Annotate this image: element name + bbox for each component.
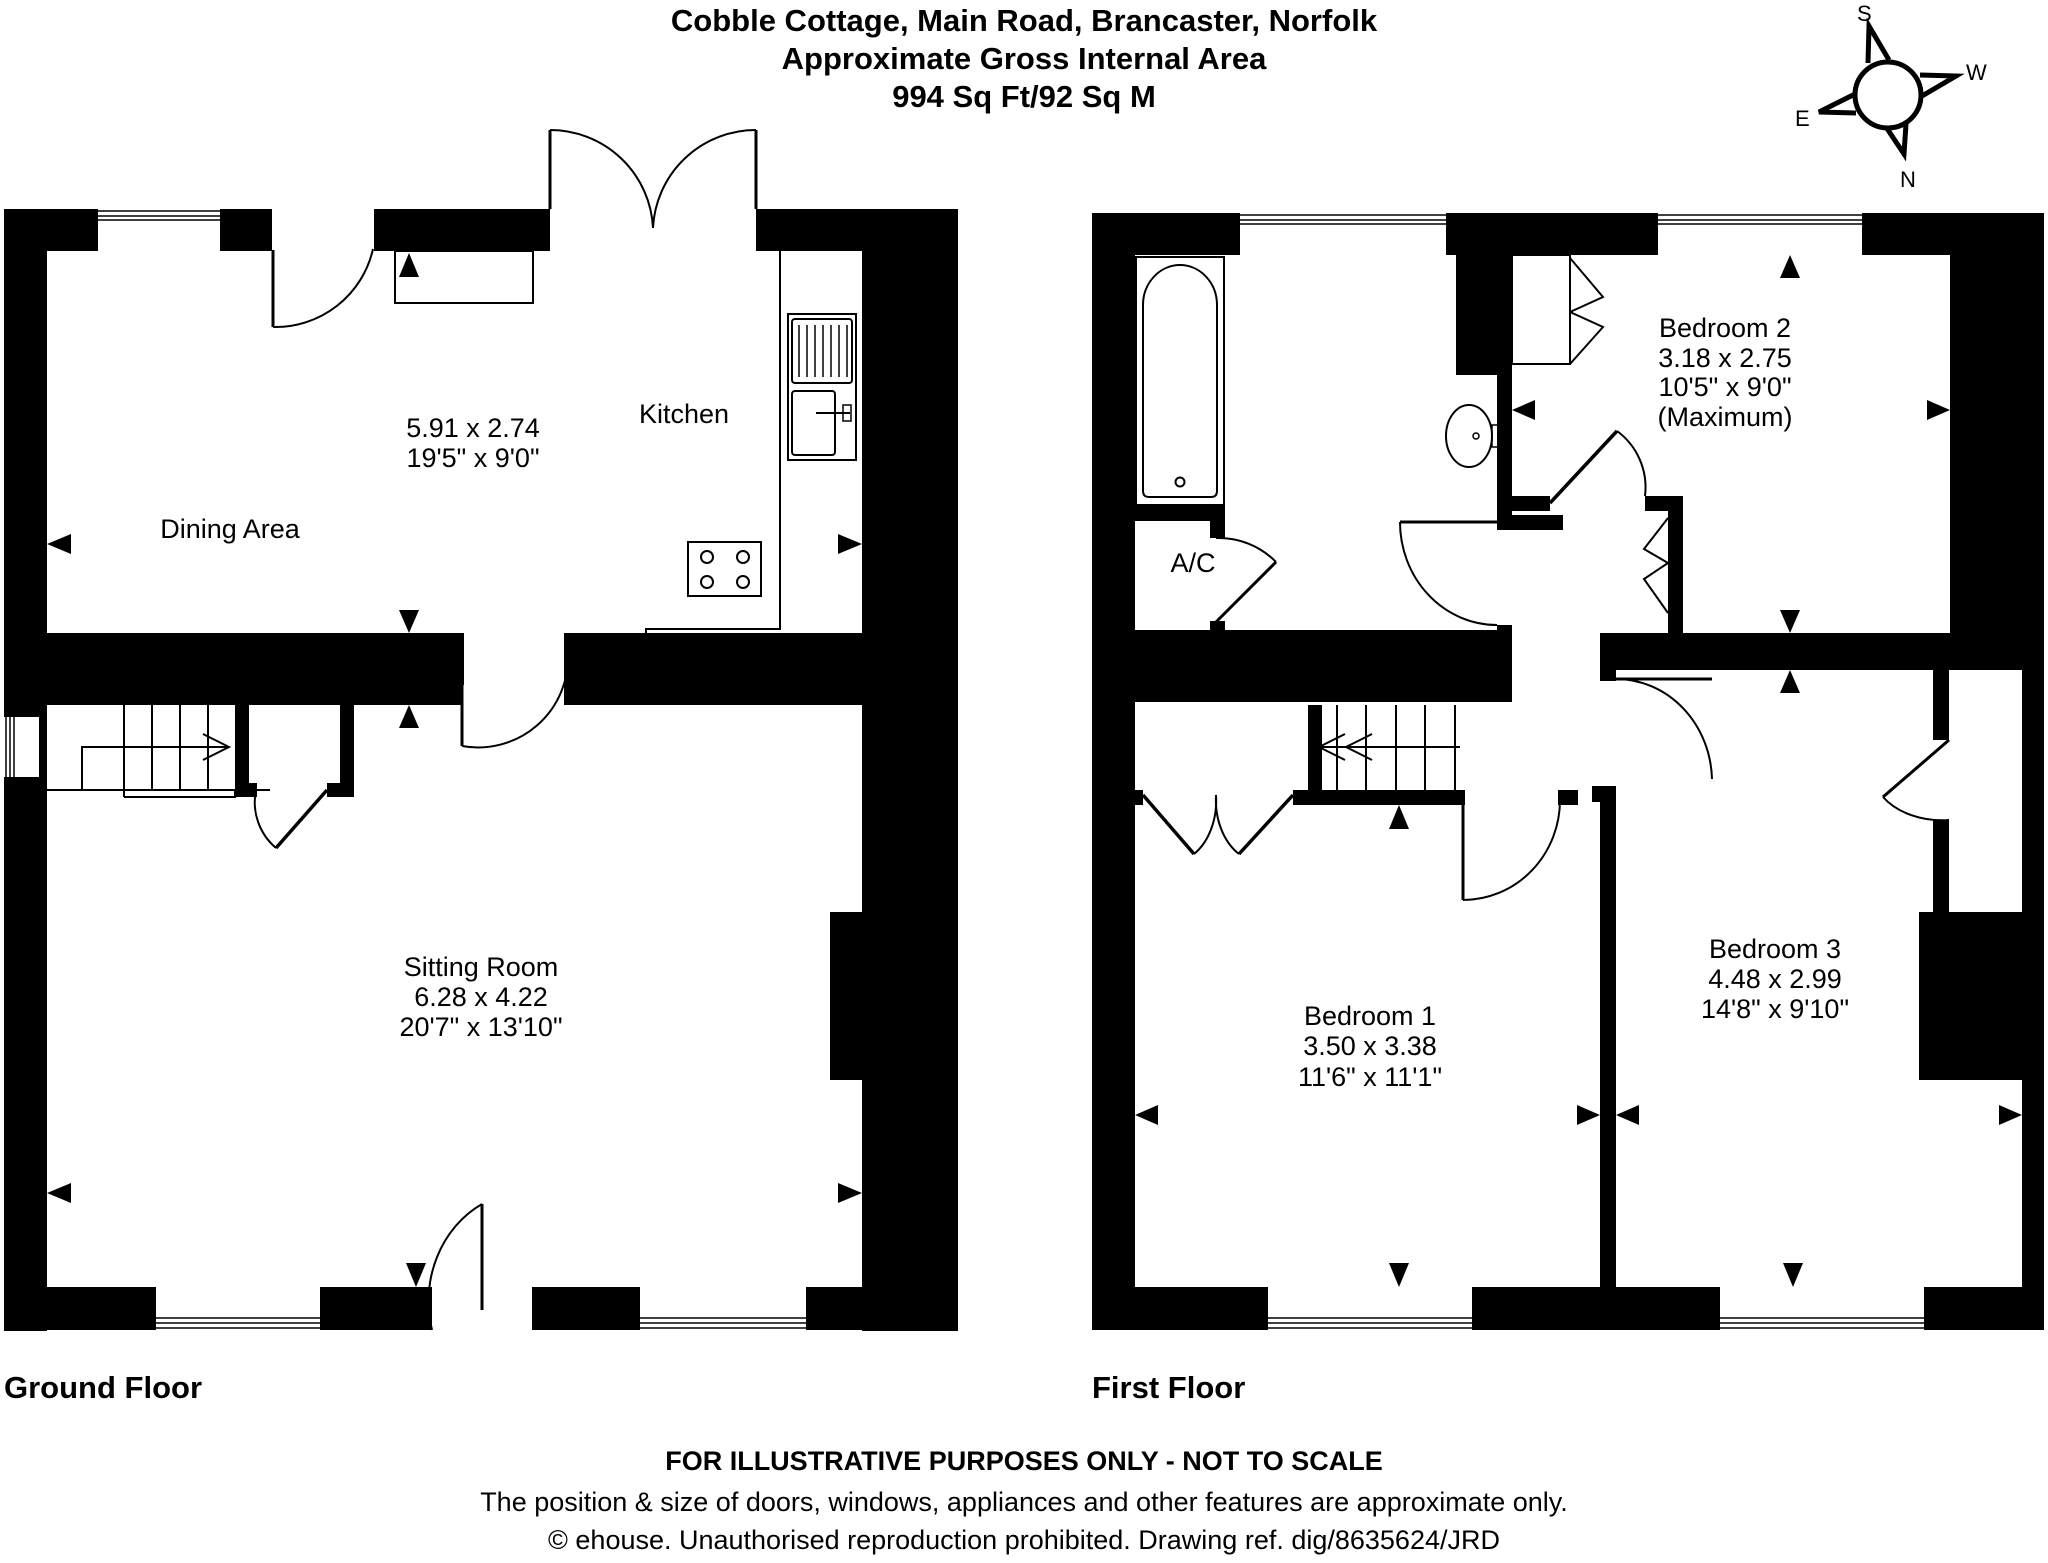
wardrobe-doors	[1569, 257, 1605, 365]
door	[1548, 429, 1647, 505]
bedroom-1-door	[1461, 799, 1561, 901]
room-dimension-metric: 3.18 x 2.75	[1658, 343, 1792, 373]
bathroom-door	[1399, 520, 1498, 626]
room-dimension-metric: 4.48 x 2.99	[1708, 964, 1842, 994]
room-dimension-imperial: 20'7" x 13'10"	[399, 1012, 562, 1042]
cupboard-door	[1882, 738, 1950, 822]
room-dimension-metric: 3.50 x 3.38	[1303, 1031, 1437, 1061]
plan-title: Cobble Cottage, Main Road, Brancaster, N…	[670, 3, 1378, 38]
window	[1240, 213, 1446, 255]
room-dimension-metric: 5.91 x 2.74	[406, 413, 540, 443]
room-name-bedroom-2: Bedroom 2	[1659, 313, 1791, 343]
compass-e: E	[1795, 106, 1810, 131]
cupboard-door	[1214, 536, 1278, 624]
room-name-bedroom-3: Bedroom 3	[1709, 934, 1841, 964]
room-name-bedroom-1: Bedroom 1	[1304, 1001, 1436, 1031]
door	[271, 248, 374, 329]
first-floor-label: First Floor	[1092, 1370, 1246, 1405]
disclaimer: FOR ILLUSTRATIVE PURPOSES ONLY - NOT TO …	[665, 1446, 1383, 1476]
area-value: 994 Sq Ft/92 Sq M	[892, 79, 1156, 114]
disclaimer-note: The position & size of doors, windows, a…	[480, 1487, 1568, 1517]
french-doors	[548, 128, 758, 229]
bath-icon	[1135, 256, 1225, 506]
window	[1658, 213, 1862, 255]
window	[1720, 1289, 1924, 1330]
door	[460, 654, 570, 749]
measure-arrows	[1135, 255, 2022, 1287]
room-dimension-imperial: 11'6" x 11'1"	[1298, 1062, 1442, 1092]
room-dimension-note: (Maximum)	[1658, 402, 1793, 432]
front-door	[427, 1203, 484, 1331]
linen-cupboard-doors	[1642, 517, 1669, 614]
hob-icon	[687, 541, 762, 597]
compass-w: W	[1966, 60, 1987, 85]
room-name-dining-area: Dining Area	[160, 514, 301, 544]
compass-icon: S W E N	[1795, 1, 1987, 192]
room-dimension-imperial: 19'5" x 9'0"	[406, 443, 539, 473]
window	[98, 209, 220, 251]
compass-s: S	[1857, 1, 1872, 26]
copyright: © ehouse. Unauthorised reproduction proh…	[548, 1525, 1500, 1555]
measure-arrows	[47, 253, 862, 1287]
wardrobe-doors	[1141, 793, 1295, 856]
room-dimension-imperial: 10'5" x 9'0"	[1658, 372, 1791, 402]
room-name-sitting-room: Sitting Room	[404, 952, 559, 982]
bedroom-3-door	[1615, 677, 1713, 780]
room-name-airing-cupboard: A/C	[1170, 548, 1215, 578]
window	[156, 1289, 320, 1330]
stairs-icon	[47, 705, 270, 798]
area-title: Approximate Gross Internal Area	[781, 41, 1267, 76]
first-floor-plan: A/C	[1092, 213, 2044, 1330]
window	[4, 717, 41, 777]
stairs-icon	[1308, 705, 1460, 800]
room-name-kitchen: Kitchen	[639, 399, 729, 429]
window	[1268, 1289, 1472, 1330]
room-dimension-imperial: 14'8" x 9'10"	[1701, 994, 1849, 1024]
room-dimension-metric: 6.28 x 4.22	[414, 982, 548, 1012]
cupboard-door	[253, 788, 329, 850]
window	[640, 1289, 806, 1330]
compass-n: N	[1900, 167, 1916, 192]
kitchen-sink-icon	[787, 313, 857, 461]
ground-floor-label: Ground Floor	[4, 1370, 203, 1405]
basin-icon	[1445, 404, 1499, 468]
ground-floor-plan: 5.91 x 2.74 19'5" x 9'0" Dining Area Kit…	[4, 128, 958, 1331]
